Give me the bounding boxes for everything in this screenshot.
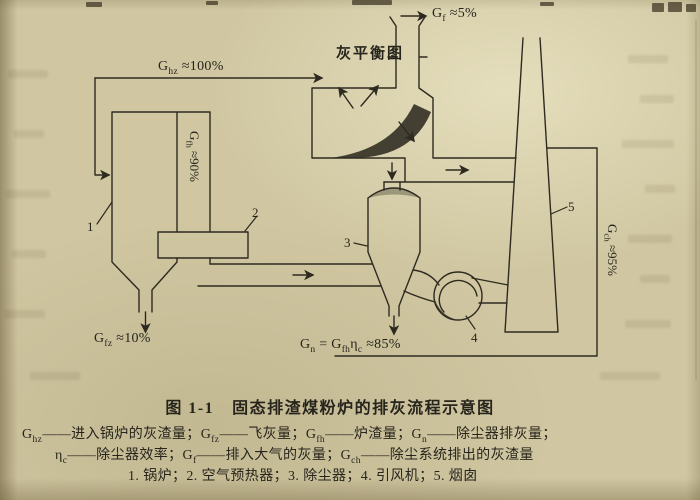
fan-outline: [403, 269, 509, 321]
scan-edge-mark: [352, 0, 392, 5]
fan-volute-shading: [434, 296, 458, 320]
scan-edge-mark: [668, 2, 682, 12]
scan-table-bleed-line: [695, 20, 697, 380]
ash-balance-elbow: [311, 10, 517, 183]
figure-title: 固态排渣煤粉炉的排灰流程示意图: [232, 400, 495, 417]
scan-smudge: [600, 372, 660, 380]
label-gn: Gn = Gfhηc ≈85%: [300, 337, 401, 355]
scan-smudge: [645, 185, 675, 193]
legend-line-3: 1. 锅炉；2. 空气预热器；3. 除尘器；4. 引风机；5. 烟囱: [128, 469, 478, 484]
fan-inlet-duct: [403, 269, 440, 303]
legend-line-2: ηc——除尘器效率；Gf——排入大气的灰量；Gch——除尘系统排出的灰渣量: [55, 448, 534, 466]
scan-edge-mark: [686, 4, 696, 12]
leader-lines: [96, 201, 568, 330]
component-number-chimney: 5: [568, 199, 575, 214]
label-gch-vertical: Gch ≈95%: [602, 224, 620, 276]
component-number-collector: 3: [344, 235, 351, 250]
scan-smudge: [625, 320, 671, 328]
legend-line-1: Ghz——进入锅炉的灰渣量；Gfz——飞灰量；Gfh——炉渣量；Gn——除尘器排…: [22, 427, 557, 445]
scan-smudge: [622, 140, 674, 148]
ghz-flow-line: [94, 72, 324, 181]
ash-balance-title: 灰平衡图: [336, 46, 405, 62]
scan-smudge: [628, 235, 672, 243]
gch-collect-line: [334, 147, 598, 357]
scan-edge-mark: [540, 2, 554, 6]
scan-smudge: [640, 275, 670, 283]
label-gfh-vertical: Gfh ≈90%: [184, 131, 202, 182]
label-gfz: Gfz ≈10%: [94, 331, 151, 349]
scan-edge-mark: [86, 2, 102, 7]
component-number-boiler: 1: [87, 219, 94, 234]
dust-collector-outline: [367, 181, 421, 336]
duct-turn-shading: [330, 104, 431, 158]
boiler-outline: [111, 111, 211, 334]
figure-caption: 图 1-1 固态排渣煤粉炉的排灰流程示意图: [0, 394, 660, 418]
scan-smudge: [6, 190, 50, 198]
collector-dome-shading: [368, 188, 420, 198]
component-number-fan: 4: [471, 330, 478, 345]
scan-smudge: [628, 55, 668, 63]
fan-outlet-duct: [471, 277, 509, 304]
scan-smudge: [14, 130, 44, 138]
scan-edge-mark: [652, 3, 664, 12]
ash-flow-diagram: [94, 10, 598, 357]
split-arrow-right: [360, 84, 380, 107]
scan-smudge: [30, 372, 80, 380]
component-number-preheater: 2: [252, 205, 259, 220]
down-flow-arrow: [398, 121, 415, 143]
air-preheater-outline: [157, 231, 249, 259]
bottom-flue-duct: [197, 263, 382, 287]
split-arrow-left: [338, 86, 354, 109]
scan-smudge: [12, 250, 46, 258]
scan-edge-mark: [206, 1, 218, 5]
label-ghz: Ghz ≈100%: [158, 59, 224, 77]
chimney-outline: [504, 37, 559, 333]
scan-smudge: [5, 310, 45, 318]
label-gf: Gf ≈5%: [432, 6, 477, 24]
scan-smudge: [8, 70, 48, 78]
figure-number: 图 1-1: [165, 400, 215, 417]
scan-smudge: [640, 95, 674, 103]
